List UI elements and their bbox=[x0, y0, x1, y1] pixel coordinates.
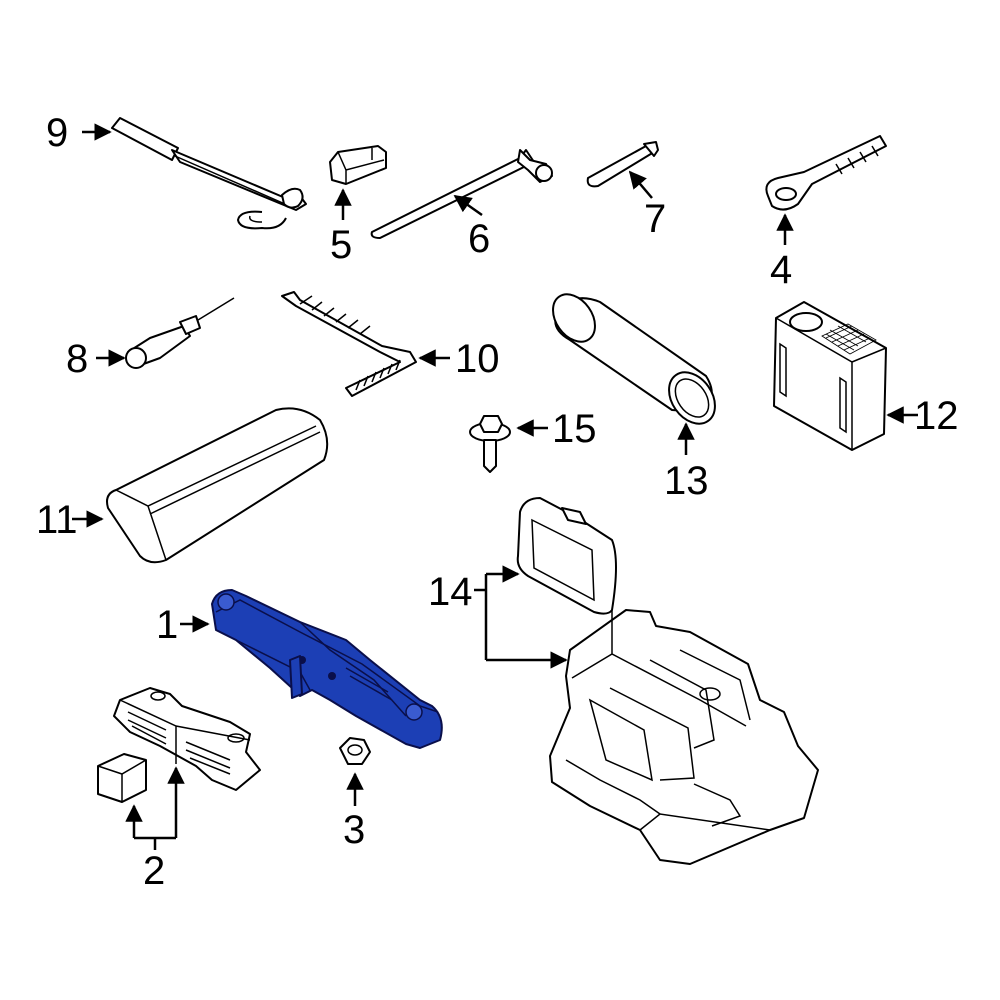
part-10-crank[interactable] bbox=[281, 291, 417, 397]
callout-2: 2 bbox=[143, 849, 165, 893]
callout-10: 10 bbox=[455, 337, 500, 381]
callout-1: 1 bbox=[156, 603, 178, 647]
part-14-lid[interactable] bbox=[516, 497, 617, 615]
part-9-tool[interactable] bbox=[111, 117, 307, 230]
part-11-pad[interactable] bbox=[106, 407, 329, 564]
part-12-box[interactable] bbox=[773, 301, 887, 451]
callout-15: 15 bbox=[552, 407, 597, 451]
part-1-jack-highlighted[interactable] bbox=[211, 589, 443, 749]
part-8-screwdriver[interactable] bbox=[125, 297, 235, 369]
callout-3: 3 bbox=[343, 808, 365, 852]
callout-5: 5 bbox=[330, 223, 352, 267]
part-7-pin[interactable] bbox=[586, 141, 659, 188]
callout-8: 8 bbox=[66, 337, 88, 381]
part-5-clip[interactable] bbox=[329, 145, 387, 185]
part-6-rod[interactable] bbox=[370, 149, 553, 239]
part-2-bracket[interactable] bbox=[113, 687, 261, 791]
callout-9: 9 bbox=[46, 111, 68, 155]
part-2-block[interactable] bbox=[97, 753, 147, 803]
part-14-tray[interactable] bbox=[549, 609, 819, 865]
callout-6: 6 bbox=[468, 217, 490, 261]
callout-7: 7 bbox=[644, 197, 666, 241]
callout-4: 4 bbox=[770, 248, 792, 292]
callout-14: 14 bbox=[428, 570, 473, 614]
leader-7 bbox=[628, 170, 653, 199]
part-13-cylinder[interactable] bbox=[544, 286, 724, 432]
part-4-tow-hook[interactable] bbox=[765, 135, 887, 211]
callout-13: 13 bbox=[664, 459, 709, 503]
callout-11: 11 bbox=[36, 498, 78, 542]
callout-12: 12 bbox=[914, 394, 959, 438]
part-3-nut[interactable] bbox=[339, 737, 371, 765]
leader-6 bbox=[453, 194, 483, 217]
part-15-bolt[interactable] bbox=[469, 415, 511, 473]
